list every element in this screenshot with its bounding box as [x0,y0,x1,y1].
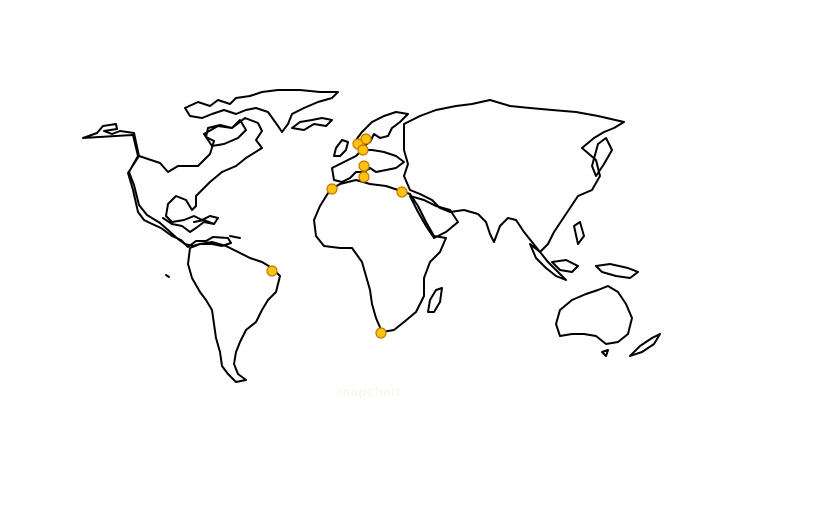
landmass-north-america-east [138,117,263,233]
landmass-galapagos [165,274,170,278]
marker-morocco[interactable] [326,183,338,195]
landmass-arabia [409,195,459,239]
landmass-south-america [187,241,281,383]
landmass-japan [591,137,613,177]
landmass-iberia-europe [331,149,405,183]
landmass-australia [555,285,633,345]
landmass-madagascar [427,287,443,313]
watermark-caption: mapchart [338,384,402,399]
marker-italy-north[interactable] [358,160,370,172]
landmass-tasmania [601,349,609,357]
marker-egypt[interactable] [396,186,408,198]
marker-denmark[interactable] [360,133,372,145]
marker-south-africa[interactable] [375,327,387,339]
landmass-caribbean [193,219,241,239]
marker-brazil-ne[interactable] [266,265,278,277]
landmass-uk [333,139,349,157]
landmass-indonesia [551,259,639,279]
marker-germany[interactable] [357,144,369,156]
landmass-africa [313,179,447,333]
landmass-baffin [203,119,247,147]
marker-italy-central[interactable] [358,171,370,183]
landmass-indochina [529,243,567,281]
landmass-asia [403,99,625,253]
landmass-philippines [573,221,585,245]
marker-layer [266,133,408,339]
landmass-arctic-islands [184,89,339,133]
landmass-new-zealand [629,333,661,357]
landmass-north-america [82,123,232,248]
landmass-greenland-lite [291,117,333,131]
